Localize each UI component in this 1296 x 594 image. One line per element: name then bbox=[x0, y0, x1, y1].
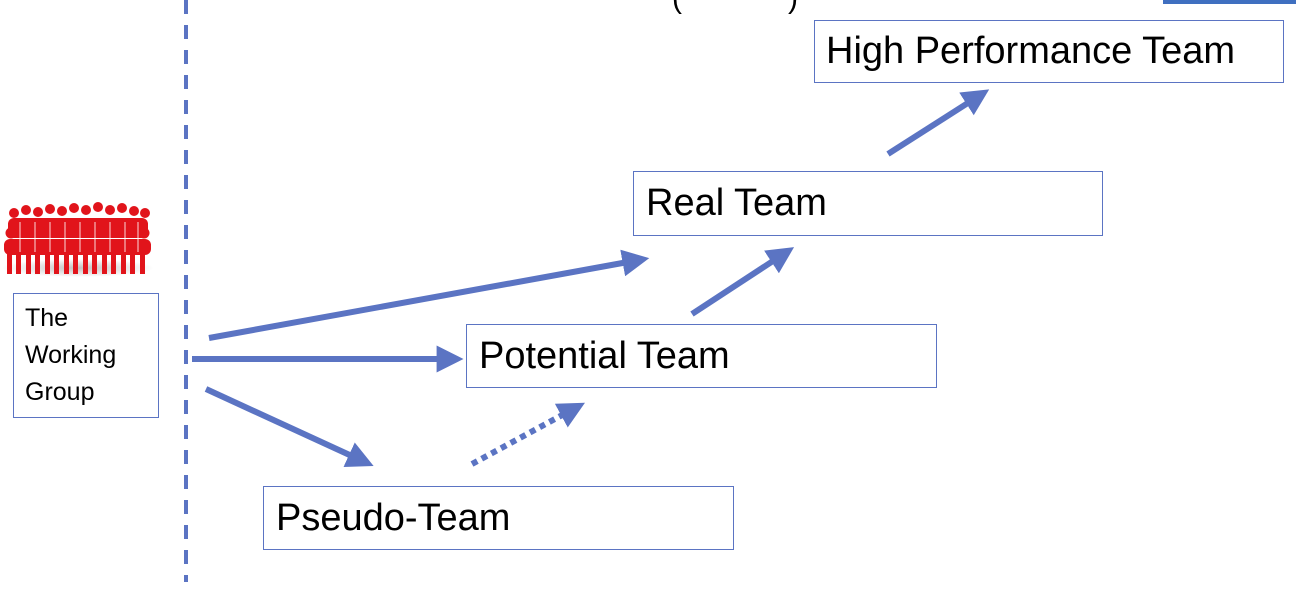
arrow-potential-to-real bbox=[690, 247, 795, 317]
high-performance-team-box: High Performance Team bbox=[814, 20, 1284, 83]
top-text-left-paren: ( bbox=[672, 0, 682, 16]
working-group-box: The Working Group bbox=[13, 293, 159, 418]
real-team-label: Real Team bbox=[646, 182, 827, 224]
top-accent-line bbox=[1163, 0, 1296, 4]
arrow-real-to-high-performance bbox=[886, 89, 990, 157]
pseudo-team-label: Pseudo-Team bbox=[276, 496, 511, 539]
top-text-right-paren: ) bbox=[788, 0, 798, 16]
arrow-to-real-team bbox=[208, 249, 650, 341]
potential-team-box: Potential Team bbox=[466, 324, 937, 388]
dotted-arrow-pseudo-to-potential bbox=[470, 402, 585, 467]
real-team-box: Real Team bbox=[633, 171, 1103, 236]
potential-team-label: Potential Team bbox=[479, 334, 730, 377]
high-performance-team-label: High Performance Team bbox=[826, 30, 1236, 72]
working-group-label: The Working Group bbox=[25, 304, 117, 406]
arrow-to-pseudo-team bbox=[204, 386, 374, 468]
crowd-of-people-icon bbox=[2, 202, 154, 277]
pseudo-team-box: Pseudo-Team bbox=[263, 486, 734, 550]
